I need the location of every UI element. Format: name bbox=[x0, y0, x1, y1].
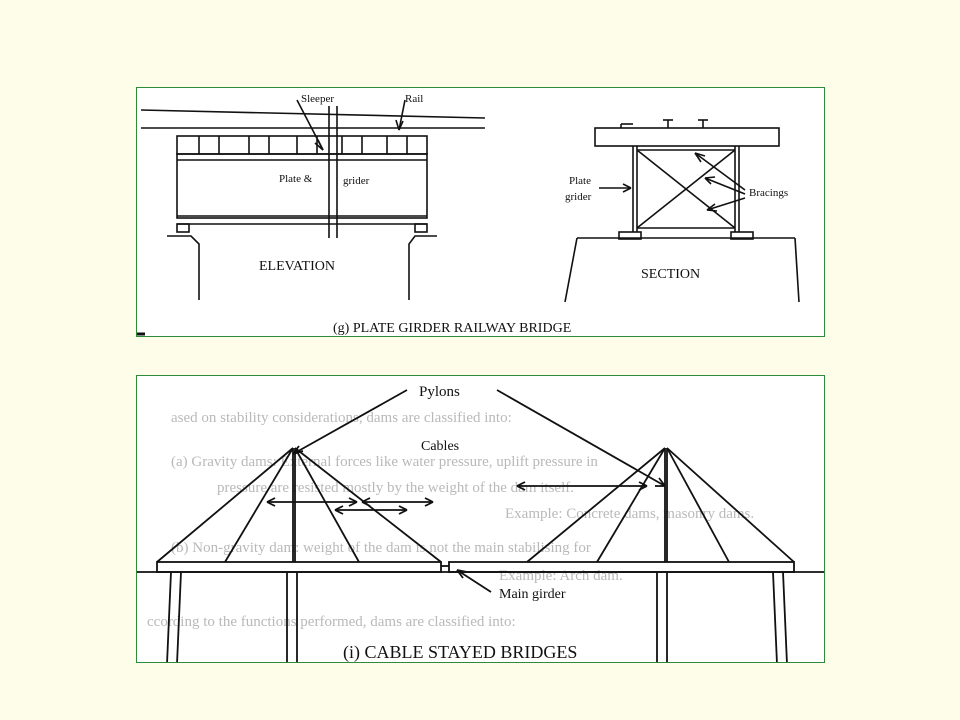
label-grider-2: grider bbox=[565, 191, 592, 203]
plate-girder-figure: Sleeper Rail Plate & grider ELEVATION SE… bbox=[136, 87, 825, 337]
cables-right bbox=[526, 447, 795, 563]
leader-main-girder bbox=[456, 569, 492, 593]
label-plate-and: Plate & bbox=[279, 173, 313, 185]
label-rail: Rail bbox=[405, 93, 423, 105]
section-pier-left bbox=[564, 237, 578, 303]
sleepers bbox=[198, 136, 408, 154]
label-main-girder: Main girder bbox=[499, 587, 566, 602]
label-sleeper: Sleeper bbox=[301, 93, 334, 105]
rail-line bbox=[140, 109, 486, 119]
label-pylons: Pylons bbox=[419, 384, 460, 400]
label-section: SECTION bbox=[641, 267, 700, 282]
label-plate: Plate bbox=[569, 175, 591, 187]
caption-plate-girder: (g) PLATE GIRDER RAILWAY BRIDGE bbox=[333, 321, 571, 336]
bg-text-1: ased on stability considerations, dams a… bbox=[171, 410, 512, 426]
cable-stayed-drawing: ased on stability considerations, dams a… bbox=[137, 384, 824, 663]
bg-text-5: (b) Non-gravity dam: weight of the dam i… bbox=[171, 540, 591, 556]
label-bracings: Bracings bbox=[749, 187, 788, 199]
left-abutment bbox=[167, 235, 200, 300]
label-cables: Cables bbox=[421, 439, 459, 454]
caption-cable-stayed: (i) CABLE STAYED BRIDGES bbox=[343, 642, 577, 663]
plate-girder-drawing: Sleeper Rail Plate & grider ELEVATION SE… bbox=[137, 93, 800, 336]
bg-text-7: ccording to the functions performed, dam… bbox=[147, 614, 516, 630]
sleeper-row bbox=[176, 135, 428, 155]
section-pier-right bbox=[794, 237, 800, 303]
cable-stayed-figure: ased on stability considerations, dams a… bbox=[136, 375, 825, 663]
bg-text-6: Example: Arch dam. bbox=[499, 568, 623, 584]
deck-left bbox=[156, 561, 442, 573]
leader-pylon-right bbox=[496, 389, 666, 487]
pier-1 bbox=[166, 571, 172, 662]
bracing-diagonal-2 bbox=[636, 149, 736, 229]
bg-text-2: (a) Gravity dams: External forces like w… bbox=[171, 454, 598, 470]
label-grider: grider bbox=[343, 175, 370, 187]
section-deck bbox=[594, 127, 780, 147]
bg-text-4: Example: Concrete dams, masonry dams. bbox=[505, 506, 754, 522]
label-elevation: ELEVATION bbox=[259, 259, 335, 274]
right-abutment bbox=[408, 235, 437, 300]
bg-text-3: pressure are resisted mostly by the weig… bbox=[217, 480, 574, 496]
leader-pylon-left bbox=[292, 389, 408, 455]
pier-4 bbox=[772, 571, 778, 662]
plate-girder-web bbox=[176, 153, 428, 219]
